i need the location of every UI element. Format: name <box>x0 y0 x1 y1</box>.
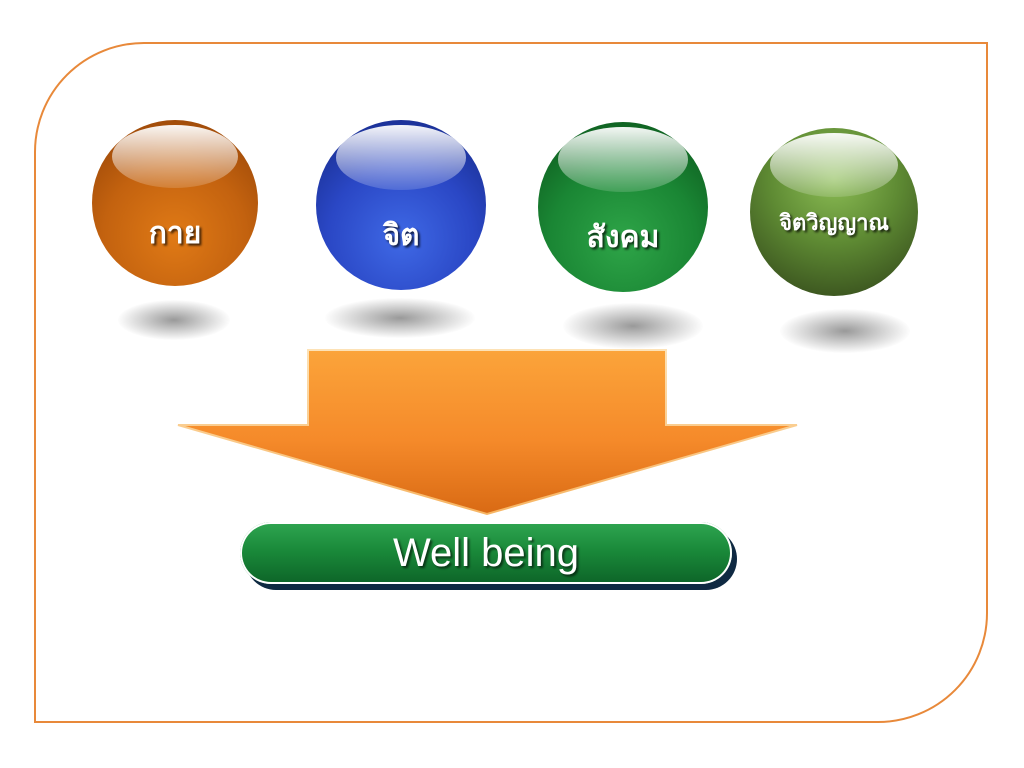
sphere-shadow <box>563 303 703 349</box>
sphere-gloss <box>558 127 688 192</box>
sphere-social: สังคม <box>538 122 708 292</box>
sphere-gloss <box>770 133 898 197</box>
sphere-mind: จิต <box>316 120 486 290</box>
sphere-shadow <box>118 300 230 340</box>
sphere-body-label: กาย <box>148 215 202 251</box>
sphere-spirit: จิตวิญญาณ <box>750 128 918 296</box>
sphere-social-label: สังคม <box>586 219 660 255</box>
sphere-shadow <box>780 309 910 353</box>
sphere-mind-label: จิต <box>382 217 420 253</box>
sphere-spirit-label: จิตวิญญาณ <box>779 210 889 236</box>
sphere-gloss <box>336 125 466 190</box>
well-being-banner: Well being <box>240 522 732 584</box>
well-being-label: Well being <box>392 530 580 575</box>
sphere-shadow <box>325 298 475 338</box>
arrow-shape <box>177 349 798 516</box>
sphere-body: กาย <box>92 120 258 286</box>
sphere-gloss <box>111 124 239 189</box>
